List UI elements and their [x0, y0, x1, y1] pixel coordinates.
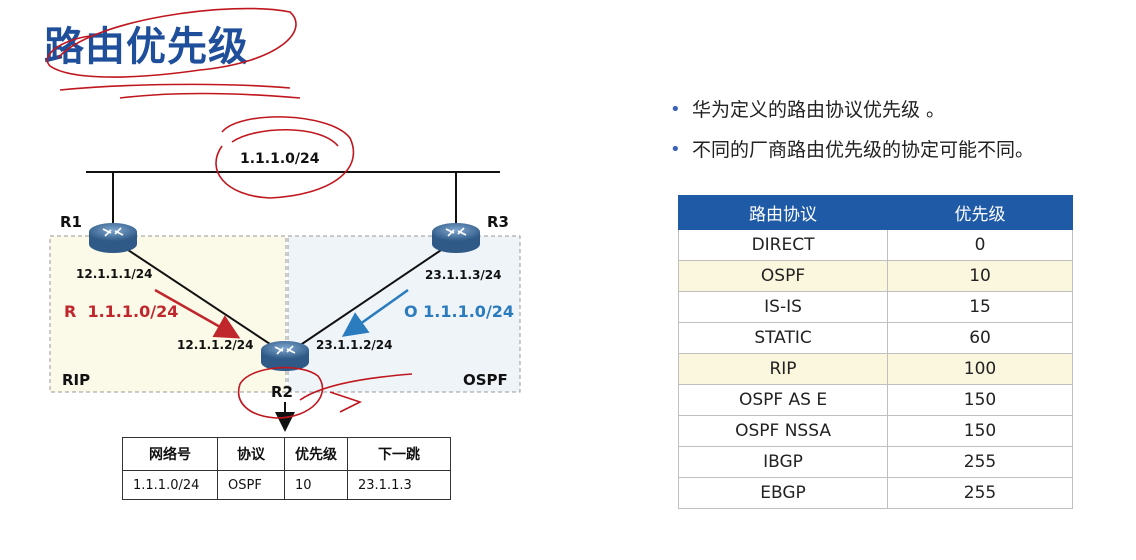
bullet-dot-icon: • [670, 99, 681, 120]
protocol-cell: RIP [677, 353, 889, 385]
rt-header-priority: 优先级 [284, 437, 348, 471]
priority-cell: 255 [887, 446, 1073, 478]
rt-cell: 10 [284, 470, 348, 500]
ospf-route-label: O 1.1.1.0/24 [404, 302, 514, 321]
priority-cell: 255 [887, 477, 1073, 509]
table-row: IBGP 255 [677, 446, 1073, 478]
r2-left-interface-label: 12.1.1.2/24 [177, 338, 254, 352]
table-row: OSPF NSSA 150 [677, 415, 1073, 447]
table-row: RIP 100 [677, 353, 1073, 385]
page-title: 路由优先级 [44, 24, 249, 70]
r1-interface-label: 12.1.1.1/24 [76, 267, 153, 281]
protocol-cell: STATIC [677, 322, 889, 354]
bullet-text: 不同的厂商路由优先级的协定可能不同。 [692, 139, 1035, 161]
rip-route-label: R 1.1.1.0/24 [64, 302, 178, 321]
r3-interface-label: 23.1.1.3/24 [425, 268, 502, 282]
table-row: OSPF 10 [677, 260, 1073, 292]
link-r3-r2 [289, 239, 457, 353]
priority-cell: 15 [887, 291, 1073, 323]
ospf-area-label: OSPF [463, 371, 508, 389]
router-r2-label: R2 [271, 383, 293, 401]
priority-cell: 150 [887, 415, 1073, 447]
rip-area [49, 235, 287, 393]
priority-cell: 10 [887, 260, 1073, 292]
header-protocol: 路由协议 [677, 195, 889, 230]
rt-header-protocol: 协议 [217, 437, 285, 471]
ospf-route-arrow [341, 288, 409, 337]
annotation-marks [46, 7, 413, 419]
router-r1-icon [89, 223, 137, 253]
router-r1-label: R1 [60, 213, 82, 231]
router-r2-icon [261, 341, 309, 371]
protocol-cell: OSPF NSSA [677, 415, 889, 447]
protocol-cell: DIRECT [677, 229, 889, 261]
protocol-cell: IS-IS [677, 291, 889, 323]
rt-header-nexthop: 下一跳 [347, 437, 451, 471]
protocol-cell: OSPF [677, 260, 889, 292]
rip-area-label: RIP [62, 371, 90, 389]
header-priority: 优先级 [887, 195, 1073, 230]
bullet-list: • 华为定义的路由协议优先级 。 • 不同的厂商路由优先级的协定可能不同。 [668, 96, 1034, 176]
table-row: IS-IS 15 [677, 291, 1073, 323]
bullet-dot-icon: • [670, 139, 681, 160]
ospf-area [287, 235, 521, 393]
rt-cell: 23.1.1.3 [347, 470, 451, 500]
link-r1-r2 [112, 239, 283, 353]
router-r3-icon [432, 223, 480, 253]
table-row: DIRECT 0 [677, 229, 1073, 261]
r2-right-interface-label: 23.1.1.2/24 [316, 338, 393, 352]
bullet-text: 华为定义的路由协议优先级 。 [692, 99, 946, 121]
routing-table: 网络号 协议 优先级 下一跳 1.1.1.0/24 OSPF 10 23.1.1… [122, 437, 451, 500]
router-r3-label: R3 [487, 213, 509, 231]
protocol-cell: IBGP [677, 446, 889, 478]
table-row: 1.1.1.0/24 OSPF 10 23.1.1.3 [122, 470, 451, 500]
table-row: STATIC 60 [677, 322, 1073, 354]
rt-cell: 1.1.1.0/24 [122, 470, 218, 500]
bullet-item: • 不同的厂商路由优先级的协定可能不同。 [668, 136, 1034, 176]
table-row: EBGP 255 [677, 477, 1073, 509]
rt-cell: OSPF [217, 470, 285, 500]
table-row: OSPF AS E 150 [677, 384, 1073, 416]
network-label: 1.1.1.0/24 [240, 151, 320, 167]
bullet-item: • 华为定义的路由协议优先级 。 [668, 96, 1034, 136]
priority-cell: 60 [887, 322, 1073, 354]
rip-route-arrow [154, 288, 241, 339]
priority-cell: 150 [887, 384, 1073, 416]
priority-table: 路由协议 优先级 DIRECT 0 OSPF 10 IS-IS 15 STATI… [677, 195, 1073, 509]
rt-header-network: 网络号 [122, 437, 218, 471]
priority-cell: 0 [887, 229, 1073, 261]
protocol-cell: EBGP [677, 477, 889, 509]
protocol-cell: OSPF AS E [677, 384, 889, 416]
priority-cell: 100 [887, 353, 1073, 385]
